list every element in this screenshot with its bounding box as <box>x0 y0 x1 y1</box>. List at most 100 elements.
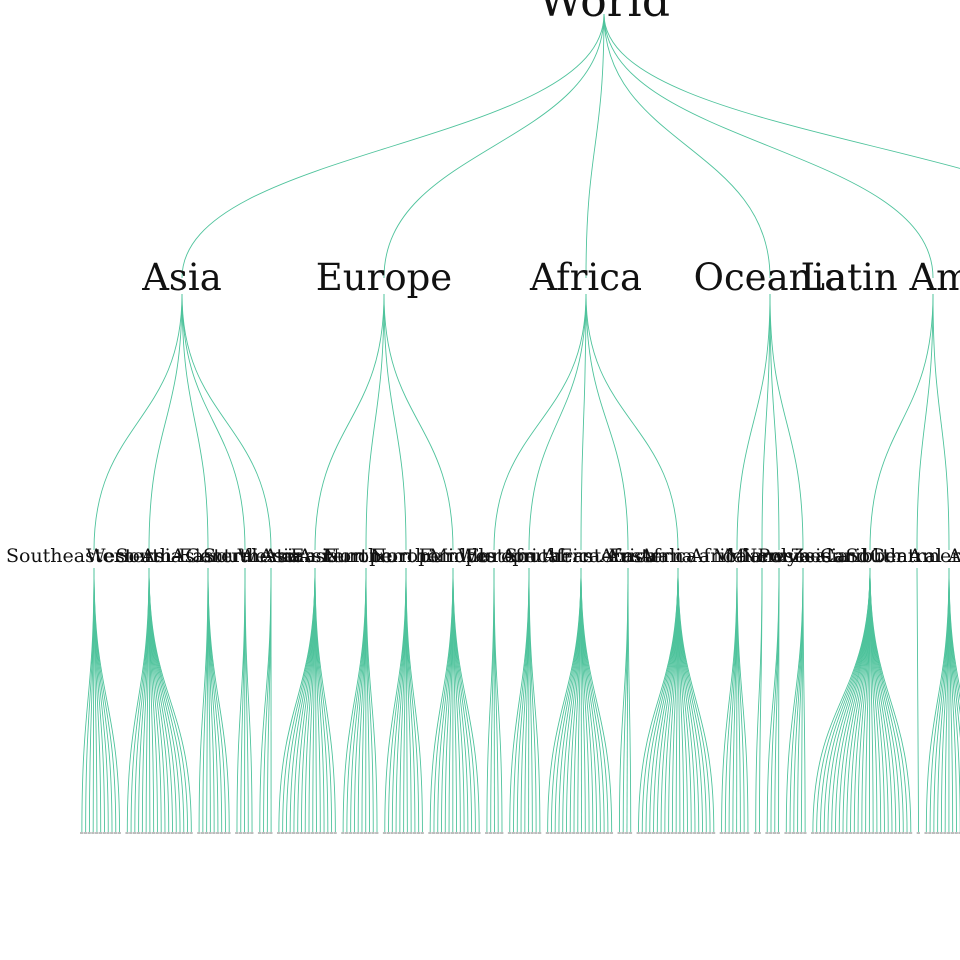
leaf-label <box>435 832 440 834</box>
continent-region-link <box>365 293 385 551</box>
leaf-label <box>102 832 106 834</box>
leaf-label <box>113 832 118 834</box>
region-leaf-link <box>266 567 272 833</box>
leaf-label <box>579 832 583 834</box>
leaf-label <box>666 832 671 834</box>
leaf-label <box>185 832 189 834</box>
leaf-label <box>163 832 167 834</box>
leaf-label <box>583 832 587 834</box>
root-continent-link <box>181 13 605 279</box>
leaf-label <box>299 832 303 834</box>
leaf-label <box>465 832 470 834</box>
leaf-label <box>394 832 398 834</box>
root-continent-link <box>603 13 960 169</box>
region-leaf-link <box>929 567 950 833</box>
leaf-label <box>893 832 898 834</box>
leaf-label <box>292 832 296 834</box>
leaf-label <box>519 832 523 834</box>
leaf-label <box>333 832 337 834</box>
leaf-label <box>924 832 928 834</box>
continent-label: Europe <box>316 256 452 299</box>
leaf-label <box>280 832 285 834</box>
leaf-label <box>871 832 875 834</box>
leaf-label <box>617 832 621 834</box>
leaf-label <box>799 832 803 834</box>
leaf-label <box>136 832 140 834</box>
leaf-label <box>462 832 466 834</box>
region-leaf-link <box>566 567 582 833</box>
region-leaf-link <box>627 567 632 833</box>
leaf-label <box>83 832 88 834</box>
leaf-label <box>261 832 265 834</box>
leaf-label <box>515 832 519 834</box>
leaf-label <box>106 832 110 834</box>
region-leaf-link <box>93 567 120 833</box>
continent-region-link <box>761 293 771 551</box>
region-label: Northern Europe <box>323 545 489 567</box>
region-leaf-link <box>528 567 541 833</box>
leaf-label <box>204 832 209 834</box>
continent-region-link <box>383 293 407 551</box>
leaf-label <box>386 832 390 834</box>
leaf-label <box>670 832 674 834</box>
region-leaf-link <box>869 567 885 833</box>
leaf-label <box>447 832 451 834</box>
continent-region-link <box>181 293 246 551</box>
leaf-label <box>80 832 84 834</box>
region-leaf-link <box>289 567 316 833</box>
region-label: Polynesia <box>758 545 849 567</box>
leaf-label <box>288 832 292 834</box>
region-leaf-link <box>405 567 423 833</box>
region-leaf-link <box>346 567 367 833</box>
leaf-label <box>534 832 538 834</box>
leaf-label <box>132 832 137 834</box>
leaf-label <box>322 832 326 834</box>
leaf-label <box>795 832 799 834</box>
leaf-label <box>382 832 387 834</box>
leaf-label <box>125 832 129 834</box>
leaf-label <box>538 832 542 834</box>
continent-region-link <box>869 293 934 551</box>
leaf-label <box>826 832 830 834</box>
leaf-label <box>200 832 205 834</box>
region-leaf-link <box>677 567 703 833</box>
leaf-label <box>409 832 413 834</box>
leaf-label <box>931 832 936 834</box>
continent-region-link <box>585 293 629 551</box>
leaf-label <box>454 832 458 834</box>
leaf-label <box>708 832 712 834</box>
leaf-label <box>564 832 568 834</box>
leaf-label <box>329 832 333 834</box>
leaf-label <box>776 832 780 834</box>
region-leaf-link <box>148 567 192 833</box>
leaf-label <box>674 832 678 834</box>
leaf-label <box>935 832 940 834</box>
leaf-label <box>784 832 788 834</box>
region-leaf-link <box>759 567 763 833</box>
region-label: Central Asia <box>185 545 304 567</box>
leaf-label <box>307 832 311 834</box>
leaf-label <box>723 832 727 834</box>
leaf-label <box>356 832 360 834</box>
leaf-label <box>325 832 330 834</box>
region-label: Eastern Europe <box>290 545 441 567</box>
leaf-label <box>590 832 595 834</box>
leaf-label <box>738 832 742 834</box>
leaf-label <box>947 832 951 834</box>
leaf-label <box>367 832 371 834</box>
leaf-label <box>811 832 815 834</box>
leaf-label <box>416 832 421 834</box>
continent-label: Oceania <box>694 256 847 299</box>
region-leaf-link <box>869 567 912 833</box>
continent-label: Latin America <box>801 256 960 299</box>
leaf-label <box>428 832 432 834</box>
leaf-label <box>257 832 262 834</box>
continent-region-link <box>769 293 804 551</box>
leaf-label <box>212 832 216 834</box>
region-leaf-link <box>405 567 420 833</box>
leaf-label <box>98 832 103 834</box>
leaf-label <box>238 832 243 834</box>
region-label: Melanesia <box>713 545 812 567</box>
